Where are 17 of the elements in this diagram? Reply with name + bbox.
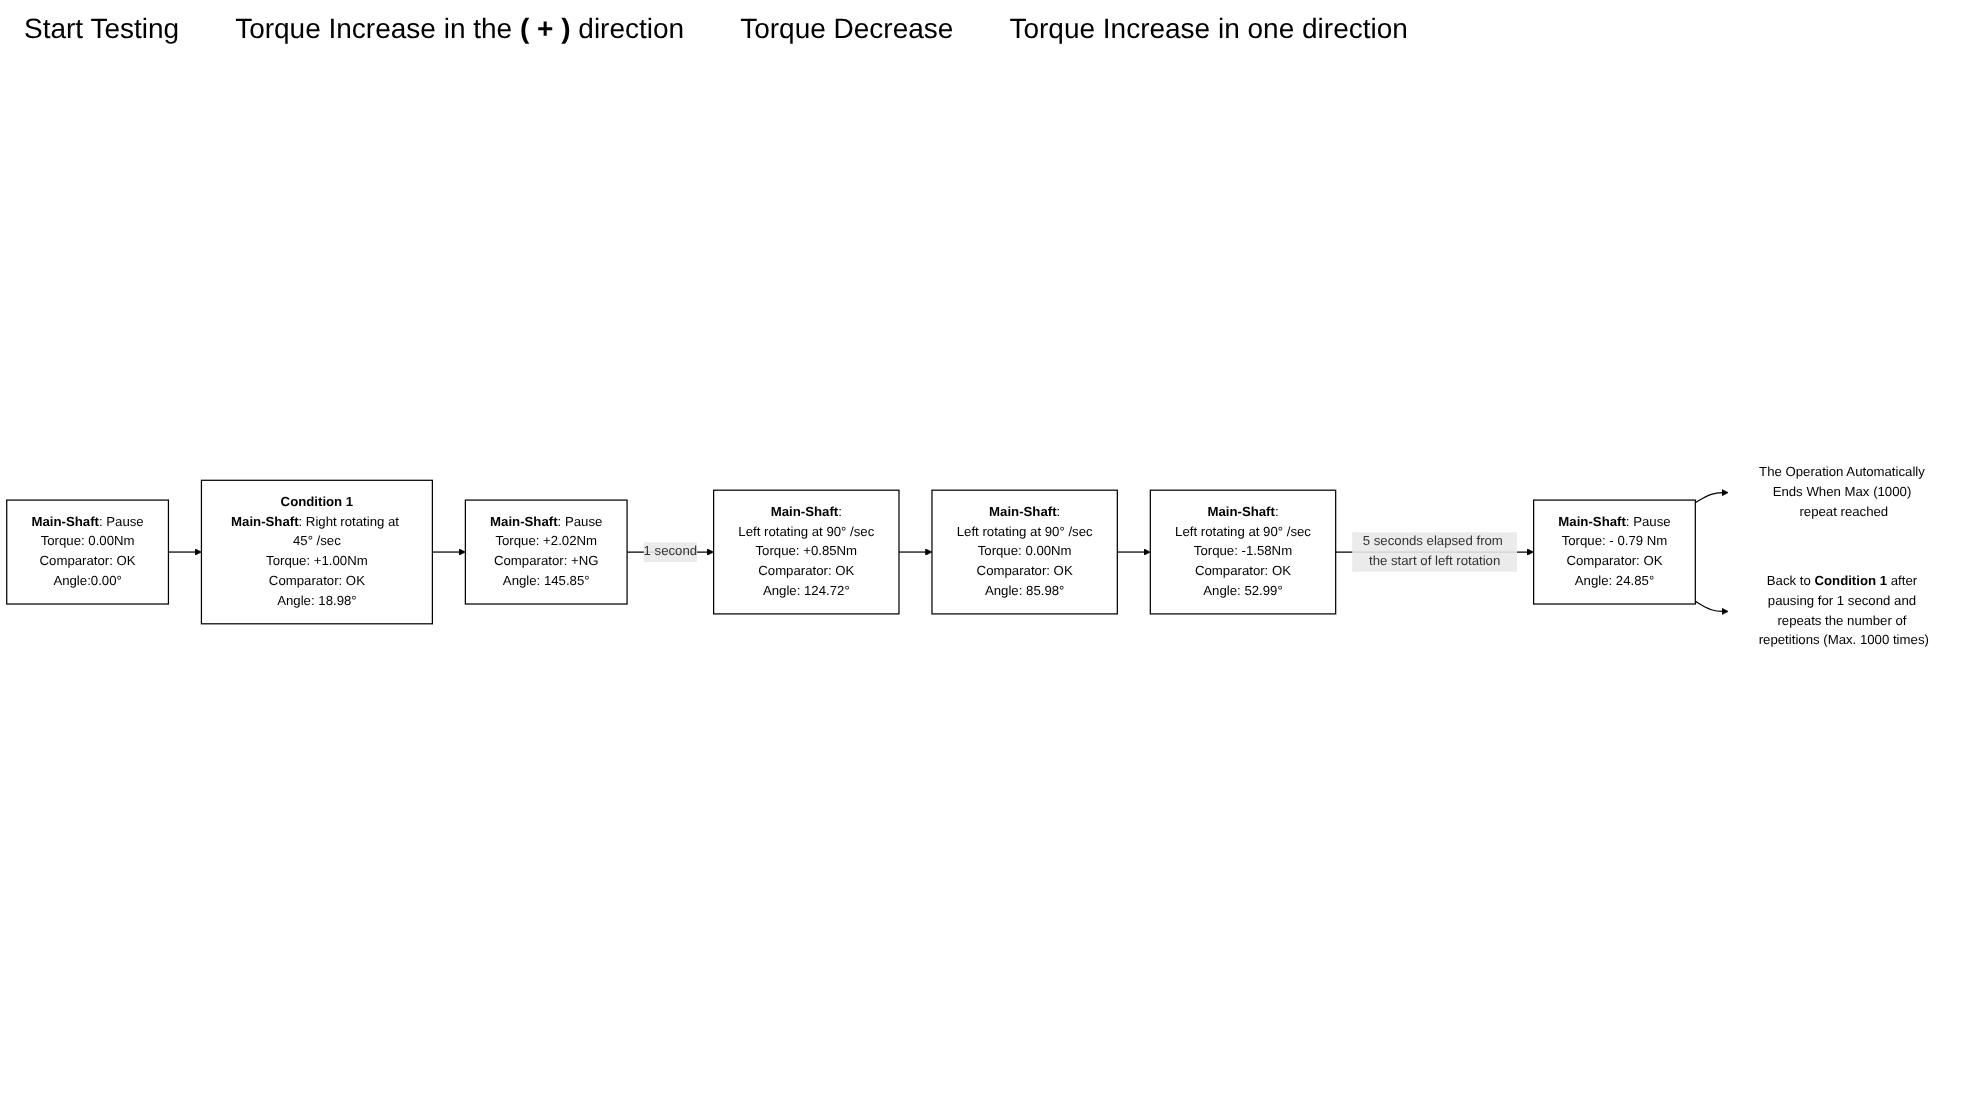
arrow [1694,599,1729,615]
note-text: Torque Decrease [740,12,954,44]
note-text: Start Testing [24,12,180,44]
node-box [1149,488,1337,614]
note-text: Torque Increase in one direction [1009,12,1408,44]
arrow [431,547,466,555]
node-box [464,498,628,604]
node-box [931,488,1118,614]
node-box [200,478,433,624]
node-box [1533,498,1696,604]
arrow [1116,547,1151,555]
node-box [713,488,900,614]
node-box [6,498,170,604]
arrow [898,547,933,555]
arrow [1694,488,1729,503]
note-text: Torque Increase in the ( + ) direction [235,12,685,44]
arrow [167,547,202,555]
